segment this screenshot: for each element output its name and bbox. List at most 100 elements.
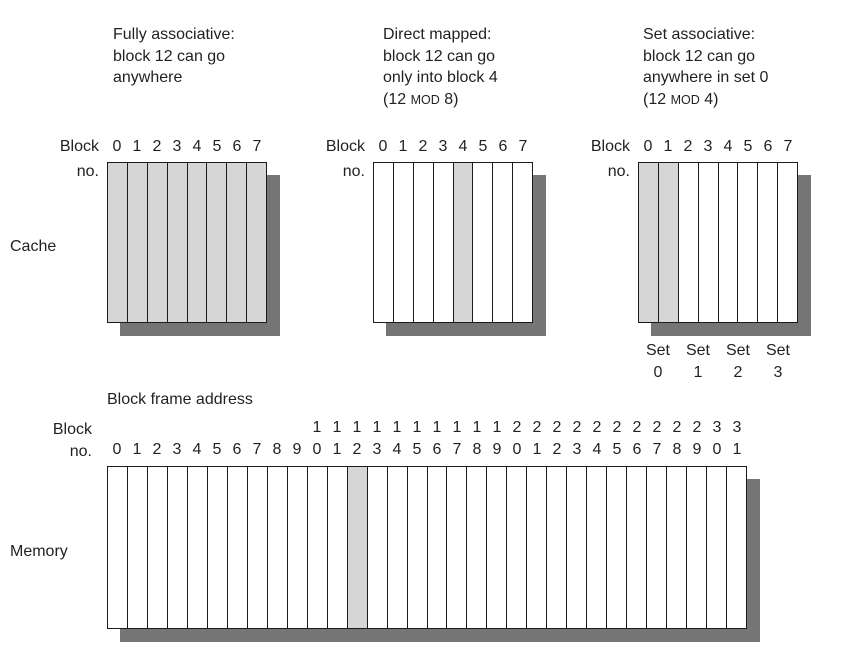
memory-block-cell-3 <box>167 467 188 628</box>
block-number: 5 <box>743 138 753 155</box>
memory-block-cell-5 <box>207 467 228 628</box>
block-number: 2 <box>152 138 162 155</box>
memory-block-number-6: 6 <box>232 441 242 458</box>
memory-label: Memory <box>10 543 68 560</box>
memory-block-number-4: 4 <box>192 441 202 458</box>
memory-block-cell-30 <box>707 467 728 628</box>
block-number: 6 <box>498 138 508 155</box>
block-number: 7 <box>252 138 262 155</box>
memory-block-cell-19 <box>487 467 508 628</box>
memory-block-number-8: 8 <box>272 441 282 458</box>
block-number: 2 <box>418 138 428 155</box>
cache-block-cell-1 <box>658 163 679 322</box>
memory-block-cell-12 <box>347 467 368 628</box>
block-number: 3 <box>438 138 448 155</box>
memory-block-cell-16 <box>427 467 448 628</box>
memory-block-number-0: 0 <box>112 441 122 458</box>
cache-block-cell-4 <box>453 163 474 322</box>
cache-block-cell-6 <box>227 163 248 322</box>
cache-block-cell-5 <box>207 163 228 322</box>
memory-block-cell-0 <box>108 467 128 628</box>
block-number: 0 <box>643 138 653 155</box>
cache-block-cell-5 <box>473 163 494 322</box>
block-number: 5 <box>212 138 222 155</box>
memory-block-cell-8 <box>267 467 288 628</box>
memory-block-cell-25 <box>607 467 628 628</box>
cache-block-cell-2 <box>678 163 699 322</box>
block-number: 2 <box>683 138 693 155</box>
cache-block-cell-2 <box>147 163 168 322</box>
memory-block-number-7: 7 <box>252 441 262 458</box>
memory-block-cell-22 <box>547 467 568 628</box>
cache-block-cell-7 <box>778 163 797 322</box>
cache-block-cell-0 <box>374 163 394 322</box>
memory-block-cell-29 <box>687 467 708 628</box>
memory-block-cell-20 <box>507 467 528 628</box>
memory-block-cell-11 <box>327 467 348 628</box>
memory-block-cell-24 <box>587 467 608 628</box>
memory-block-cell-31 <box>727 467 746 628</box>
block-number: 3 <box>172 138 182 155</box>
cache-block-cell-7 <box>513 163 532 322</box>
memory-block-number-3: 3 <box>172 441 182 458</box>
block-number: 7 <box>783 138 793 155</box>
small-caps-mod: MOD <box>670 92 700 107</box>
memory-block-number-2: 2 <box>152 441 162 458</box>
small-caps-mod: MOD <box>410 92 440 107</box>
memory-block-cell-17 <box>447 467 468 628</box>
memory-block-cell-26 <box>627 467 648 628</box>
memory-block-cell-28 <box>667 467 688 628</box>
block-number: 4 <box>192 138 202 155</box>
block-number: 0 <box>112 138 122 155</box>
cache-block-cell-4 <box>718 163 739 322</box>
block-number: 1 <box>398 138 408 155</box>
cache-block-cell-5 <box>738 163 759 322</box>
block-number: 7 <box>518 138 528 155</box>
memory-block-cell-2 <box>147 467 168 628</box>
cache-block-cell-3 <box>698 163 719 322</box>
memory-block-cell-13 <box>367 467 388 628</box>
block-number: 1 <box>132 138 142 155</box>
block-number: 1 <box>663 138 673 155</box>
block-number: 4 <box>723 138 733 155</box>
memory-block-cell-27 <box>647 467 668 628</box>
memory-block-cell-10 <box>307 467 328 628</box>
cache-block-cell-3 <box>167 163 188 322</box>
cache-block-cell-6 <box>758 163 779 322</box>
cache-box <box>107 162 267 323</box>
cache-block-cell-1 <box>393 163 414 322</box>
cache-block-cell-2 <box>413 163 434 322</box>
block-number: 6 <box>232 138 242 155</box>
cache-block-cell-0 <box>639 163 659 322</box>
